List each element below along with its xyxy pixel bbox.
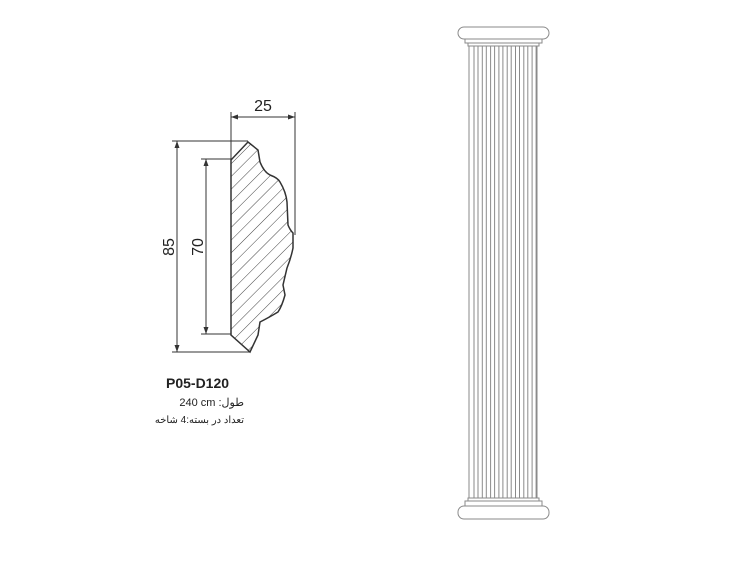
inner-height-dimension: 70 xyxy=(190,238,207,256)
pack-value: 4 شاخه xyxy=(154,415,187,426)
dimension-arrows xyxy=(174,114,295,352)
product-code: P05-D120 xyxy=(166,375,230,391)
total-height-dimension: 85 xyxy=(161,238,178,256)
width-dimension: 25 xyxy=(254,98,272,115)
column-elevation xyxy=(457,26,550,520)
length-value: 240 cm xyxy=(179,397,216,409)
length-spec: طول: 240 cm xyxy=(179,396,245,409)
dimension-lines xyxy=(172,112,296,353)
profile-section xyxy=(230,140,294,354)
pack-label: تعداد در بسته: xyxy=(186,415,244,426)
length-label: طول: xyxy=(218,397,245,409)
pack-spec: تعداد در بسته:4 شاخه xyxy=(154,415,244,426)
